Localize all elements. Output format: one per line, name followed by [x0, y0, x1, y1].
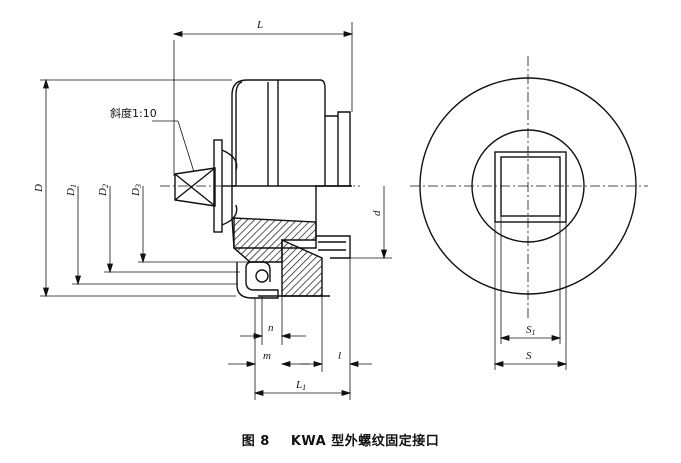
center-lines: [160, 56, 648, 320]
label-D3: D3: [130, 184, 143, 197]
label-S: S: [526, 350, 532, 362]
label-n: n: [268, 322, 274, 334]
claw-body-outline: [231, 79, 351, 249]
dimension-lines: [40, 22, 568, 400]
label-D2: D2: [97, 184, 110, 197]
figure-caption: 图 8 KWA 型外螺纹固定接口: [0, 430, 681, 449]
label-D: D: [33, 184, 45, 193]
taper-note: 斜度1:10: [110, 106, 157, 120]
taper-nose: [174, 167, 216, 207]
figure-number: 图 8: [241, 434, 270, 449]
end-view: [419, 77, 637, 295]
side-section-view: [174, 79, 352, 299]
label-m: m: [263, 350, 271, 362]
square-drive-outer: [494, 151, 567, 223]
label-D1: D1: [65, 184, 78, 197]
label-l: l: [338, 350, 341, 362]
label-S1: S1: [526, 324, 536, 337]
inner-circle: [471, 129, 585, 243]
square-drive-inner: [500, 156, 561, 217]
label-d: d: [371, 210, 383, 216]
figure-title: KWA 型外螺纹固定接口: [290, 434, 440, 449]
dimension-labels: L D D1 D2 D3 d n m l L1 S1 S: [33, 19, 536, 392]
label-L: L: [256, 19, 263, 31]
outer-circle: [419, 77, 637, 295]
label-L1: L1: [295, 379, 306, 392]
seal-hook: [236, 261, 279, 299]
